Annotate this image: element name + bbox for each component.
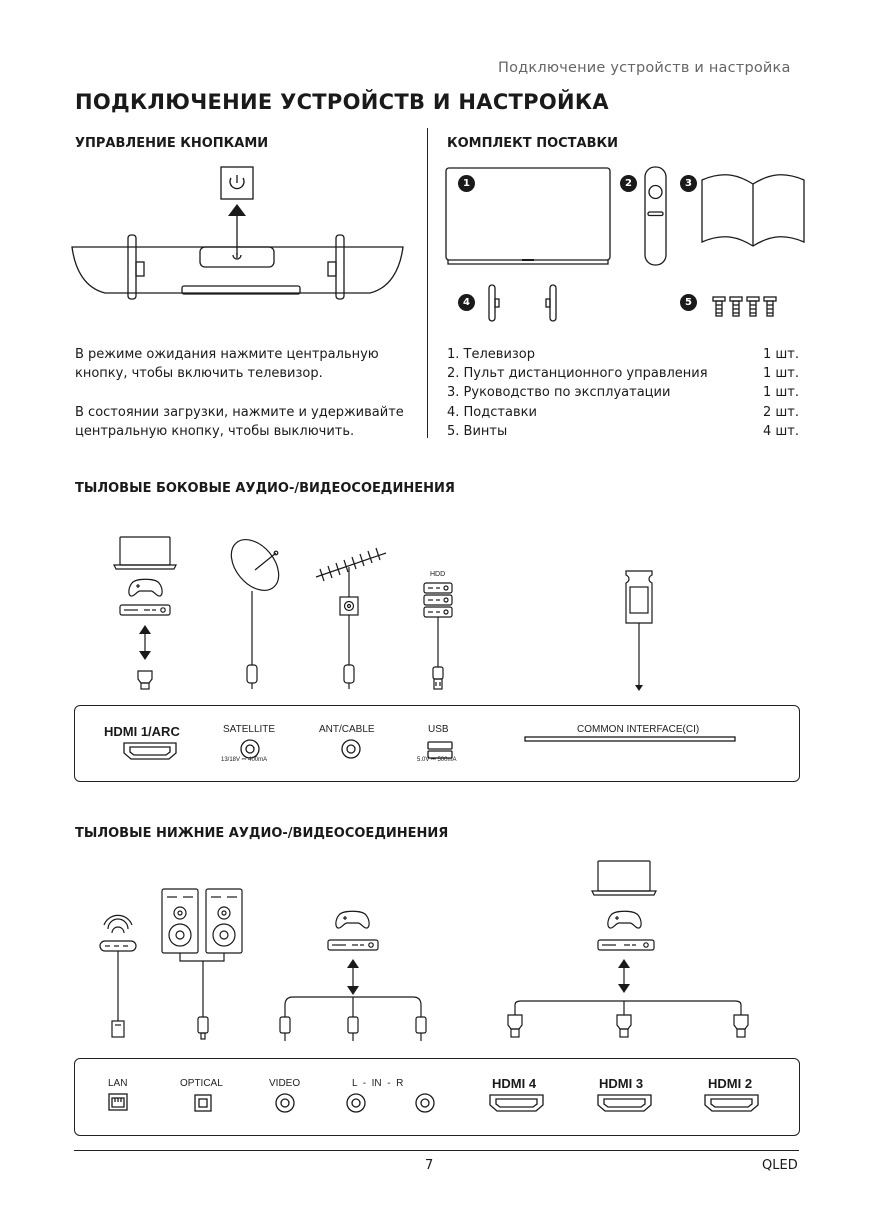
side-ports-shapes <box>123 736 736 760</box>
audio-in-label: L - IN - R <box>352 1078 404 1089</box>
badge-4: 4 <box>458 294 475 311</box>
lan-plug-icon <box>111 1020 125 1038</box>
usb-plug-icon <box>432 666 444 690</box>
satellite-port-icon <box>240 739 260 759</box>
usb-port-icon <box>427 741 453 759</box>
hdmi2-port-icon <box>704 1094 759 1112</box>
laptop-icon <box>113 536 177 570</box>
hdmi4-label: HDMI 4 <box>492 1076 537 1091</box>
set-top-box-icon-3 <box>597 939 655 951</box>
buttons-paragraph-1: В режиме ожидания нажмите центральную кн… <box>75 347 379 381</box>
set-top-box-icon <box>119 604 171 616</box>
hdmi-plug-icon <box>137 670 153 690</box>
rca-plug-icon <box>279 1016 427 1041</box>
ci-card-icon <box>625 570 653 685</box>
hdmi4-port-icon <box>489 1094 544 1112</box>
hdd-label: HDD <box>430 571 446 578</box>
bottom-ports-shapes <box>108 1093 759 1113</box>
side-connections-illustration <box>113 536 653 691</box>
hdd-icon <box>423 582 453 667</box>
column-divider <box>427 128 428 438</box>
buttons-heading: УПРАВЛЕНИЕ КНОПКАМИ <box>75 136 269 151</box>
satellite-label: SATELLITE <box>223 724 276 735</box>
satellite-dish-icon <box>230 539 280 665</box>
ant-port-icon <box>341 739 361 759</box>
gamepad-icon <box>128 578 163 597</box>
hdmi3-port-icon <box>597 1094 652 1112</box>
optical-plug-icon <box>197 1016 209 1040</box>
ci-slot-icon <box>524 736 736 742</box>
hdmi2-label: HDMI 2 <box>708 1076 753 1091</box>
side-port-panel <box>74 705 800 782</box>
hdmi1-label: HDMI 1/ARC <box>104 724 180 739</box>
badge-1: 1 <box>458 175 475 192</box>
ci-label: COMMON INTERFACE(CI) <box>577 724 700 735</box>
antenna-plug-icon <box>343 664 355 689</box>
power-button-box <box>220 166 254 200</box>
usb-spec: 5.0V ⎓ 500mA <box>417 757 457 763</box>
badge-2: 2 <box>620 175 637 192</box>
footer-rule <box>74 1150 799 1151</box>
buttons-paragraph-2: В состоянии загрузки, нажмите и удержива… <box>75 405 404 439</box>
power-small-icon <box>232 253 242 260</box>
coax-plug-icon <box>246 664 258 689</box>
wifi-router-icon <box>99 914 137 1021</box>
stand-item <box>488 284 496 322</box>
bottom-port-panel <box>74 1058 800 1136</box>
hdmi3-label: HDMI 3 <box>599 1076 644 1091</box>
audio-r-port-icon <box>415 1093 435 1113</box>
audio-l-port-icon <box>346 1093 366 1113</box>
package-heading: КОМПЛЕКТ ПОСТАВКИ <box>447 136 619 151</box>
video-port-icon <box>275 1093 295 1113</box>
video-label: VIDEO <box>269 1078 301 1089</box>
bottom-connections-illustration <box>99 860 749 1041</box>
page-title: ПОДКЛЮЧЕНИЕ УСТРОЙСТВ И НАСТРОЙКА <box>75 90 609 114</box>
hdmi-plugs-icon <box>507 1014 749 1038</box>
laptop-icon-2 <box>591 860 657 896</box>
manual-item <box>701 174 805 247</box>
bottom-connections-heading: ТЫЛОВЫЕ НИЖНИЕ АУДИО-/ВИДЕОСОЕДИНЕНИЯ <box>75 826 449 841</box>
side-connections-heading: ТЫЛОВЫЕ БОКОВЫЕ АУДИО-/ВИДЕОСОЕДИНЕНИЯ <box>75 481 455 496</box>
remote-item <box>644 166 667 266</box>
antenna-icon <box>315 547 387 665</box>
package-illustration <box>445 166 805 322</box>
ant-label: ANT/CABLE <box>319 724 375 735</box>
set-top-box-icon-2 <box>327 939 379 951</box>
badge-5: 5 <box>680 294 697 311</box>
lan-port-icon <box>108 1093 128 1111</box>
hdmi-port-icon <box>123 742 177 760</box>
gamepad-icon-2 <box>335 910 370 929</box>
running-header: Подключение устройств и настройка <box>498 60 791 76</box>
optical-port-icon <box>194 1094 212 1112</box>
optical-label: OPTICAL <box>180 1078 223 1089</box>
satellite-spec: 13/18V ⎓ 400mA <box>221 757 268 763</box>
screws-item <box>712 296 777 317</box>
lan-label: LAN <box>108 1078 128 1089</box>
stand-item-2 <box>549 284 557 322</box>
speakers-icon <box>161 888 243 1017</box>
brand-label: QLED <box>762 1158 798 1173</box>
gamepad-icon-3 <box>607 910 642 929</box>
usb-label: USB <box>428 724 449 735</box>
badge-3: 3 <box>680 175 697 192</box>
power-icon <box>229 175 245 190</box>
page-number: 7 <box>425 1158 434 1173</box>
tv-bottom-buttons-illustration <box>71 166 404 300</box>
